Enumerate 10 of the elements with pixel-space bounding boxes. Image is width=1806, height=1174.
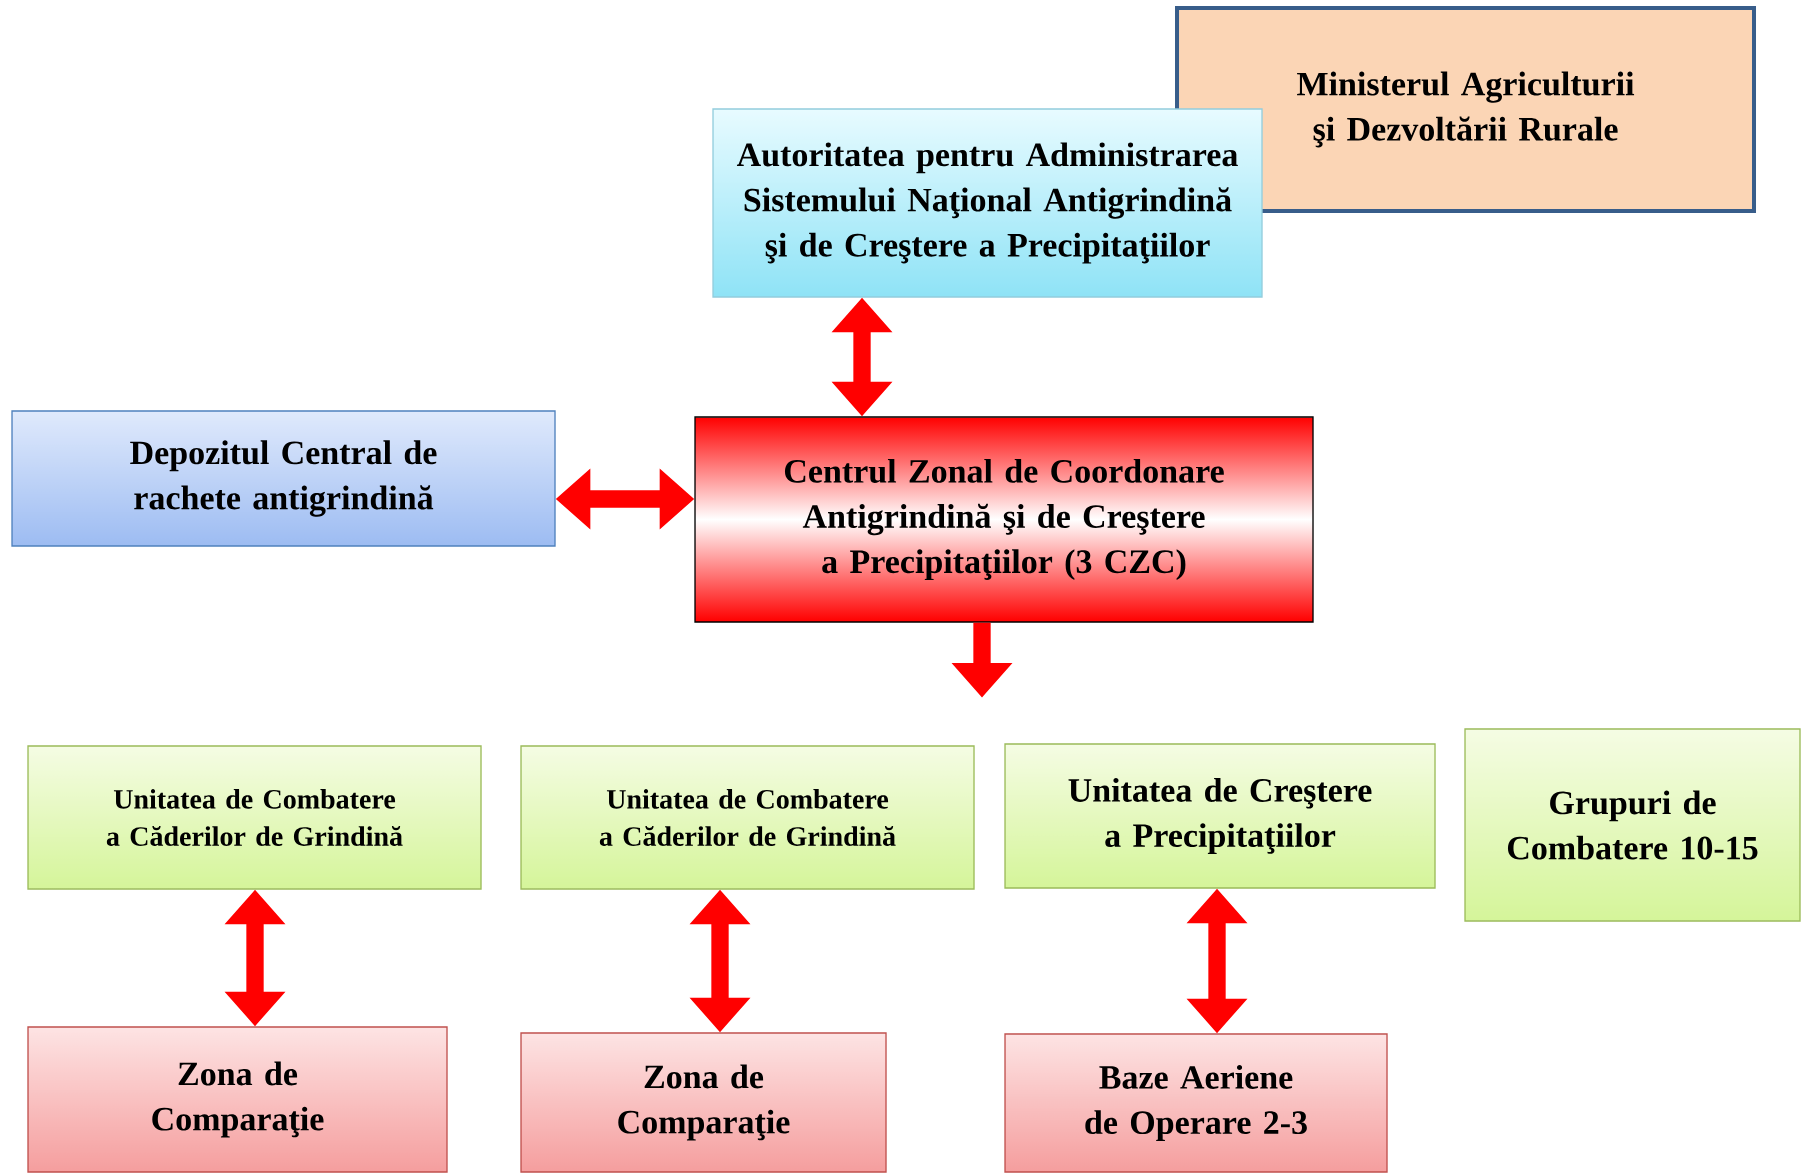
unit-box: Unitatea de Combatere a Căderilor de Grindină [27, 745, 482, 890]
group-box: Grupuri de Combatere 10-15 [1464, 728, 1801, 922]
unit-box: Unitatea de Combatere a Căderilor de Grindină [520, 745, 975, 890]
depot-box: Depozitul Central de rachete antigrindină [11, 410, 556, 547]
base-box: Baze Aeriene de Operare 2-3 [1004, 1033, 1388, 1173]
authority-box: Autoritatea pentru Administrarea Sistemului Naţional Antigrindină şi de Creştere a Precipitaţiilor [712, 108, 1263, 298]
center-box: Centrul Zonal de Coordonare Antigrindină şi de Creştere a Precipitaţiilor (3 CZC) [694, 416, 1314, 623]
zone-box: Zona de Comparaţie [27, 1026, 448, 1173]
unit-box: Unitatea de Creştere a Precipitaţiilor [1004, 743, 1436, 889]
zone-box: Zona de Comparaţie [520, 1032, 887, 1173]
